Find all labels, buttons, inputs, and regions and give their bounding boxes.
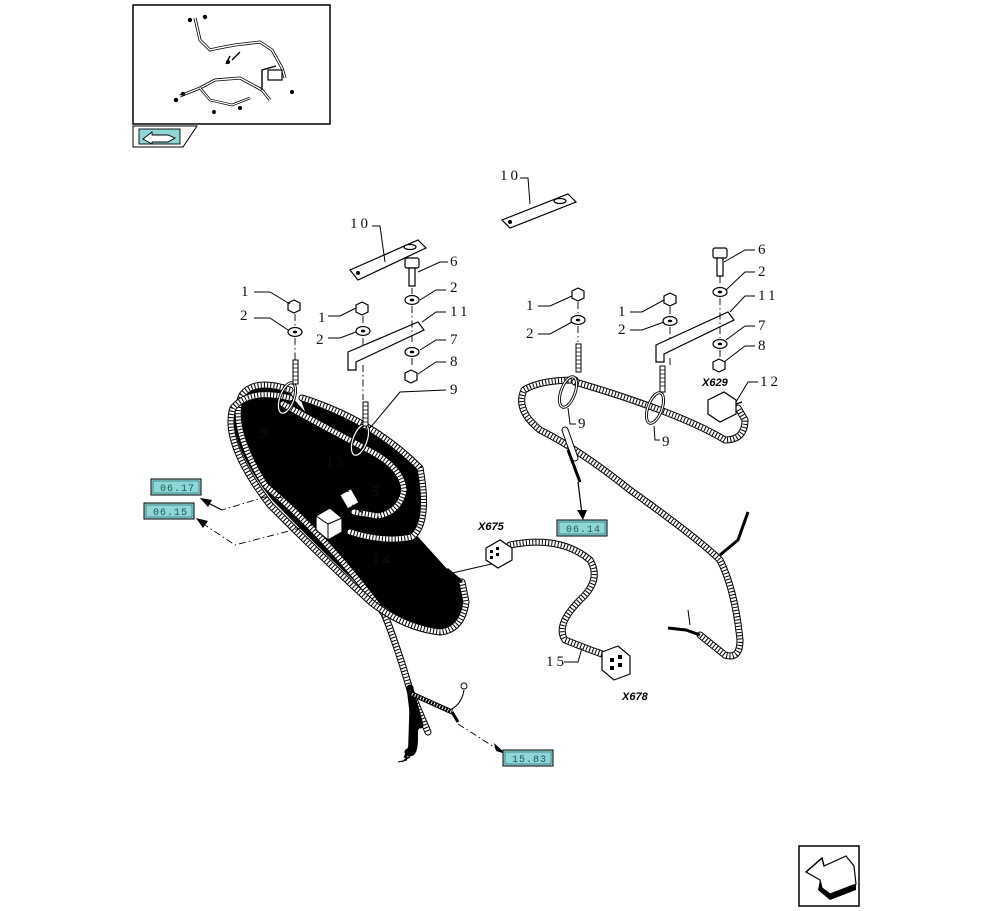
connector-x675[interactable] [485,539,513,569]
washer[interactable] [404,346,420,358]
mounting-plate[interactable] [349,239,428,281]
callout-13-box [319,450,343,470]
eyelet-clamp[interactable] [556,343,582,409]
washer[interactable] [712,286,728,298]
nut[interactable] [355,301,369,316]
connector-label-x627: X627 [280,453,308,465]
callout-2: 2 [450,280,461,296]
washer[interactable] [570,314,586,326]
callout-1: 1 [318,310,329,326]
reference-link-06-15[interactable]: 06.15 [143,502,195,520]
bolt[interactable] [712,247,728,277]
connector-x678[interactable] [601,645,631,681]
reference-label: 06.17 [160,484,195,495]
callout-1: 1 [526,298,537,314]
callout-14: 14 [372,552,393,568]
callout-15: 15 [546,654,567,670]
nut[interactable] [404,369,418,384]
nut[interactable] [712,358,726,373]
callout-9: 9 [450,382,461,398]
callout-2: 2 [240,308,251,324]
callout-9: 9 [260,426,271,442]
callout-1: 1 [241,284,252,300]
connector-labels: X627 X626 X675 X629 X678 [280,377,729,703]
washer[interactable] [287,326,303,338]
callout-8: 8 [758,338,769,354]
callout-6: 6 [758,242,769,258]
callout-7: 7 [450,332,461,348]
connector-x626[interactable] [315,507,343,541]
washer[interactable] [662,315,678,327]
connector-x629[interactable] [707,391,743,423]
reference-label: 06.14 [566,525,601,536]
callout-8: 8 [450,354,461,370]
reference-link-06-14[interactable]: 06.14 [556,519,608,537]
callout-11: 11 [450,304,470,320]
bolt[interactable] [404,257,420,287]
callout-1: 1 [618,304,629,320]
callout-2: 2 [316,332,327,348]
reference-link-15-83[interactable]: 15.83 [502,749,554,767]
leader-lines [254,177,758,663]
callout-9: 9 [578,416,589,432]
connector-x627[interactable] [338,487,364,514]
reference-arrows [196,481,587,754]
next-page-arrow-icon[interactable] [798,845,860,907]
callout-10: 10 [500,168,521,184]
back-arrow-icon[interactable] [132,125,198,148]
callout-11: 11 [758,288,778,304]
eyelet-clamp[interactable] [643,365,667,425]
callout-13: 13 [326,454,347,470]
callout-10: 10 [350,216,371,232]
nut[interactable] [287,299,301,314]
washer[interactable] [355,325,371,337]
reference-label: 15.83 [512,755,547,766]
callout-12: 12 [760,374,781,390]
callout-6: 6 [450,254,461,270]
mounting-bracket[interactable] [655,311,735,363]
reference-label: 06.15 [153,508,188,519]
connector-label-x629: X629 [701,377,729,389]
connector-label-x675: X675 [477,521,505,533]
callout-labels: 1 2 9 1 2 10 6 2 11 7 8 9 13 5 14 10 1 2… [240,168,781,670]
callout-2: 2 [758,264,769,280]
eyelet-clamp[interactable] [348,401,372,457]
connector-label-x626: X626 [289,495,317,507]
callout-2: 2 [618,322,629,338]
callout-9: 9 [662,434,673,450]
callout-5: 5 [372,484,383,500]
harness-thumbnail-icon[interactable] [132,4,331,125]
eyelet-clamp[interactable] [275,359,299,415]
washer[interactable] [404,294,420,306]
mounting-bracket[interactable] [347,321,425,371]
washer[interactable] [712,338,728,350]
mounting-plate[interactable] [500,193,578,229]
nut[interactable] [663,292,677,307]
nut[interactable] [571,287,585,302]
connector-label-x678: X678 [621,691,649,703]
callout-2: 2 [526,326,537,342]
callout-7: 7 [758,318,769,334]
reference-link-06-17[interactable]: 06.17 [150,478,202,496]
